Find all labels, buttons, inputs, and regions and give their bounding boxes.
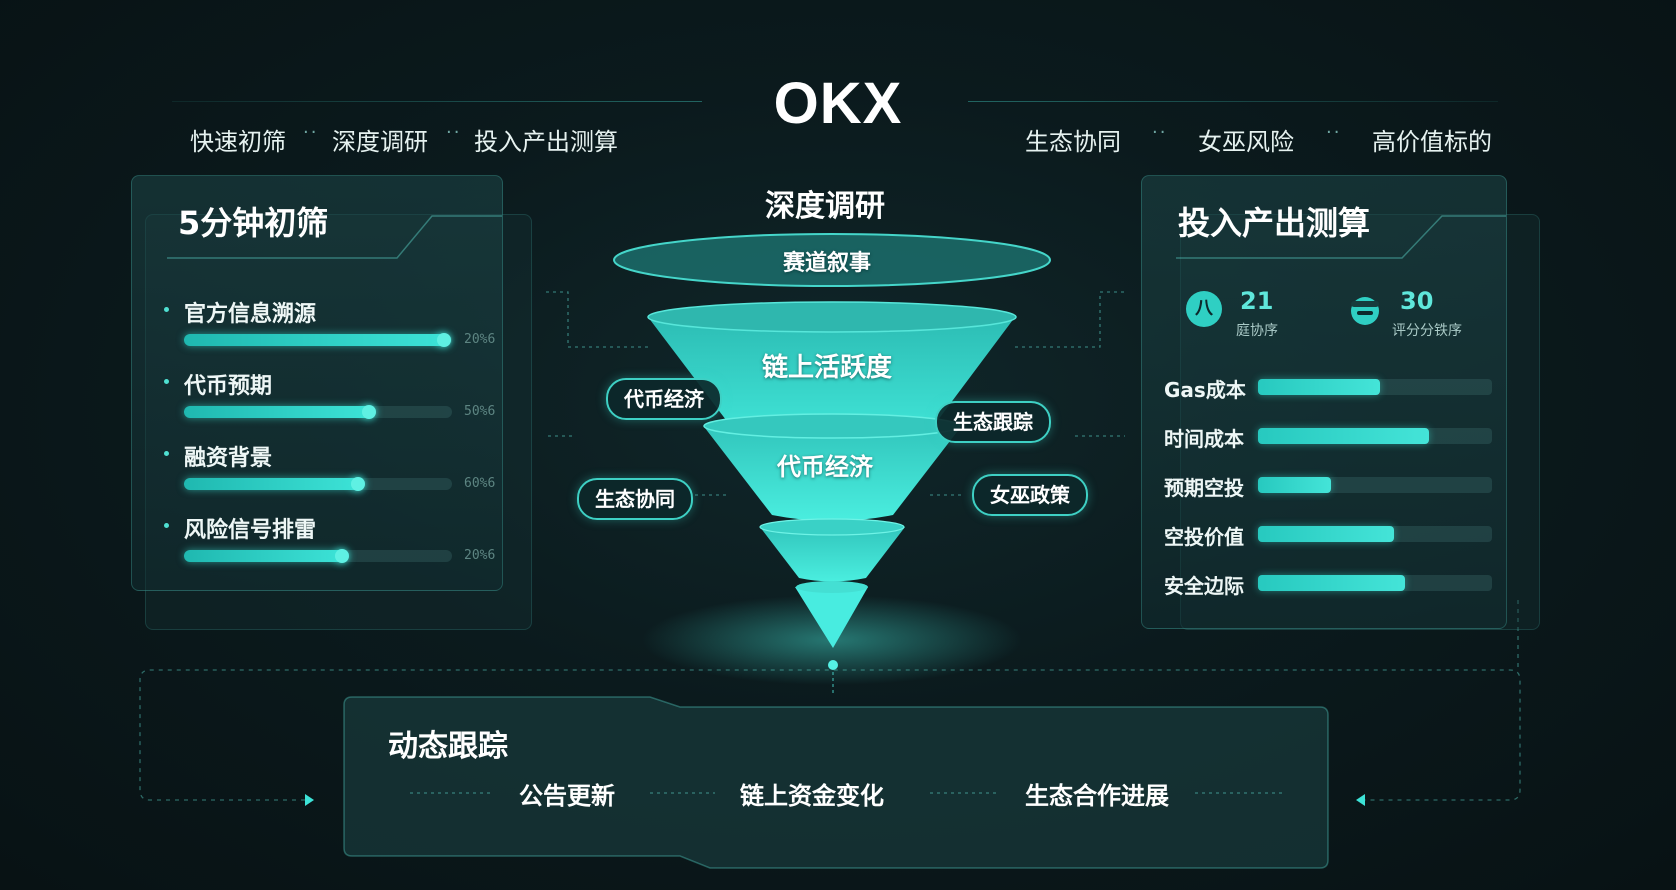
funnel-layer-1-label: 链上活跃度: [762, 353, 893, 383]
funnel-layer-2: [705, 420, 960, 521]
funnel-title: 深度调研: [765, 189, 885, 224]
metric-label: 时间成本: [1164, 427, 1244, 451]
ninja-icon: [1347, 291, 1383, 327]
right-tagline-2: 女巫风险: [1198, 128, 1294, 156]
metric-bar-fill: [1258, 477, 1331, 493]
left-panel: [131, 175, 503, 591]
stat-2-label: 评分分铁序: [1392, 323, 1462, 339]
right-panel-title-notch: [1176, 215, 1506, 259]
metric-bar-fill: [1258, 526, 1394, 542]
connector-right-top: [1015, 291, 1125, 348]
arrow-right-icon: [1356, 794, 1365, 806]
funnel-top-ring: [613, 233, 1051, 287]
tracking-item-announcements: 公告更新: [519, 782, 615, 810]
metric-bar-fill: [1258, 428, 1429, 444]
checklist-bullet: [164, 451, 169, 456]
tagline-separator: ··: [303, 122, 319, 143]
funnel-layer-2-label: 代币经济: [777, 453, 873, 481]
checklist-progress-fill: [184, 478, 361, 490]
funnel-output-dot: [828, 660, 838, 670]
progress-knob: [436, 333, 451, 347]
metric-label: Gas成本: [1164, 378, 1246, 402]
tracking-item-ecosystem-progress: 生态合作进展: [1025, 782, 1169, 810]
funnel-layer-3: [760, 522, 905, 582]
right-tagline-3: 高价值标的: [1372, 128, 1492, 156]
left-tagline-2: 深度调研: [332, 128, 428, 156]
stat-badge-icon: 八: [1186, 291, 1222, 327]
metric-label: 预期空投: [1164, 476, 1244, 500]
connector-left-top: [546, 291, 648, 348]
left-panel-title-notch: [167, 215, 502, 259]
funnel-layer-1: [648, 303, 1015, 428]
checklist-progress-track: [184, 333, 452, 347]
metric-bar-fill: [1258, 379, 1380, 395]
metric-label: 空投价值: [1164, 525, 1244, 549]
pill-ecosystem-tracking: 生态跟踪: [935, 401, 1051, 443]
checklist-item-label: 代币预期: [184, 374, 273, 399]
left-tagline-3-text: 投入产出测算: [474, 128, 618, 156]
metric-bar-fill: [1258, 575, 1406, 591]
progress-knob: [334, 549, 349, 563]
header-line-left: [172, 101, 702, 102]
left-tagline-1: 快速初筛: [190, 128, 286, 156]
left-panel-title: 5分钟初筛: [178, 204, 329, 242]
tracking-loop: [139, 669, 1521, 801]
tagline-separator: ··: [446, 122, 462, 143]
funnel-top-label: 赛道叙事: [783, 251, 872, 276]
stat-1-value: 21: [1240, 287, 1274, 315]
checklist-item-label: 官方信息溯源: [184, 302, 317, 327]
pill-sybil-policy: 女巫政策: [972, 474, 1088, 516]
header-line-right: [968, 101, 1498, 102]
right-panel: [1141, 175, 1507, 629]
left-tagline-3: 投入产出测算: [474, 122, 618, 157]
checklist-bullet: [164, 523, 169, 528]
checklist-progress-track: [184, 405, 452, 419]
metric-bar-track: [1258, 477, 1492, 493]
checklist-progress-value: 20%6: [464, 332, 496, 347]
checklist-item-label: 风险信号排雷: [184, 518, 317, 543]
arrow-left-icon: [305, 794, 314, 806]
checklist-bullet: [164, 307, 169, 312]
funnel-tip: [795, 584, 868, 648]
metric-bar-track: [1258, 575, 1492, 591]
progress-knob: [350, 477, 365, 491]
right-tagline-1: 生态协同: [1025, 128, 1121, 156]
tagline-separator: ··: [1326, 122, 1342, 143]
metric-label: 安全边际: [1164, 574, 1244, 598]
checklist-progress-value: 60%6: [464, 476, 496, 491]
funnel-layer-1-rim: [647, 301, 1017, 333]
checklist-bullet: [164, 379, 169, 384]
checklist-progress-fill: [184, 334, 447, 346]
right-panel-title: 投入产出测算: [1178, 204, 1371, 242]
checklist-progress-track: [184, 477, 452, 491]
checklist-progress-track: [184, 549, 452, 563]
pill-ecosystem-synergy: 生态协同: [577, 478, 693, 520]
tracking-item-onchain-flow: 链上资金变化: [740, 782, 884, 810]
stat-2-value: 30: [1400, 287, 1434, 315]
tracking-title: 动态跟踪: [388, 729, 508, 764]
checklist-progress-fill: [184, 406, 372, 418]
funnel-tip-rim: [796, 581, 868, 593]
checklist-progress-value: 20%6: [464, 548, 496, 563]
checklist-progress-value: 50%6: [464, 404, 496, 419]
tagline-separator: ··: [1152, 122, 1168, 143]
metric-bar-track: [1258, 526, 1492, 542]
metric-bar-track: [1258, 428, 1492, 444]
checklist-progress-fill: [184, 550, 345, 562]
pill-token-economy: 代币经济: [606, 378, 722, 420]
okx-logo: OKX: [773, 71, 903, 136]
progress-knob: [361, 405, 376, 419]
metric-bar-track: [1258, 379, 1492, 395]
checklist-item-label: 融资背景: [184, 446, 273, 471]
funnel-layer-3-rim: [759, 518, 905, 536]
stat-1-label: 庭协序: [1236, 323, 1278, 339]
